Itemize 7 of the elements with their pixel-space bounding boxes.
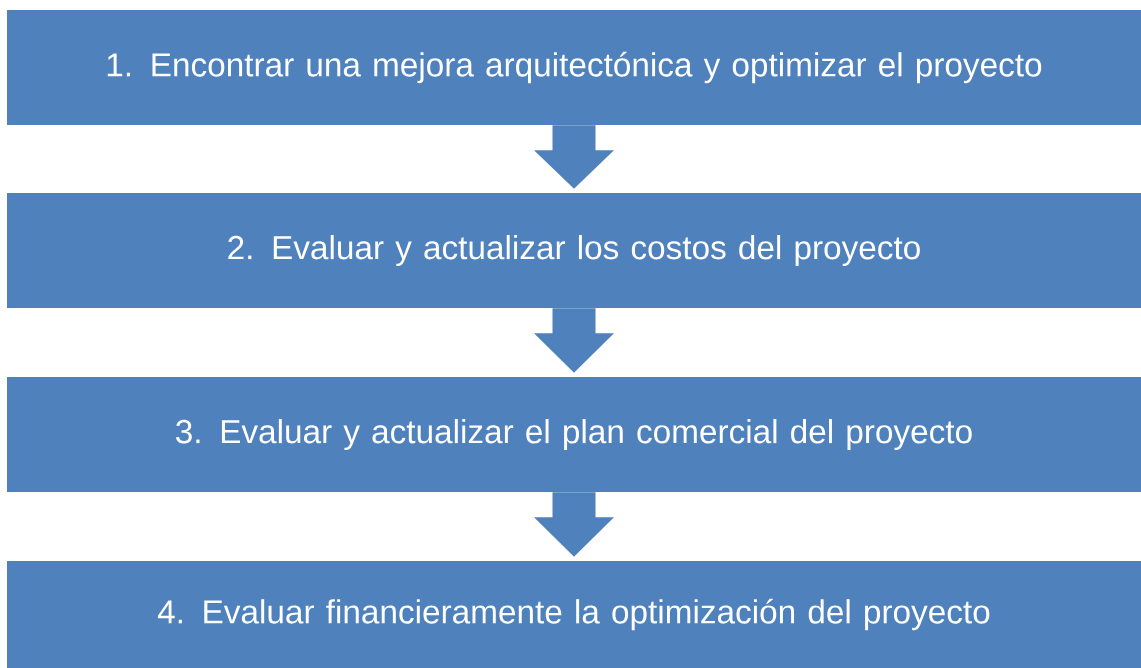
process-box: 1. Encontrar una mejora arquitectónica y optimizar el proyecto xyxy=(7,10,1141,125)
process-box: 2. Evaluar y actualizar los costos del proyecto xyxy=(7,193,1141,308)
block-arrow xyxy=(534,125,614,189)
process-box: 4. Evaluar financieramente la optimización del proyecto xyxy=(7,561,1141,668)
block-arrow xyxy=(534,492,614,557)
process-box: 3. Evaluar y actualizar el plan comercial del proyecto xyxy=(7,377,1141,492)
block-arrow xyxy=(534,308,614,373)
